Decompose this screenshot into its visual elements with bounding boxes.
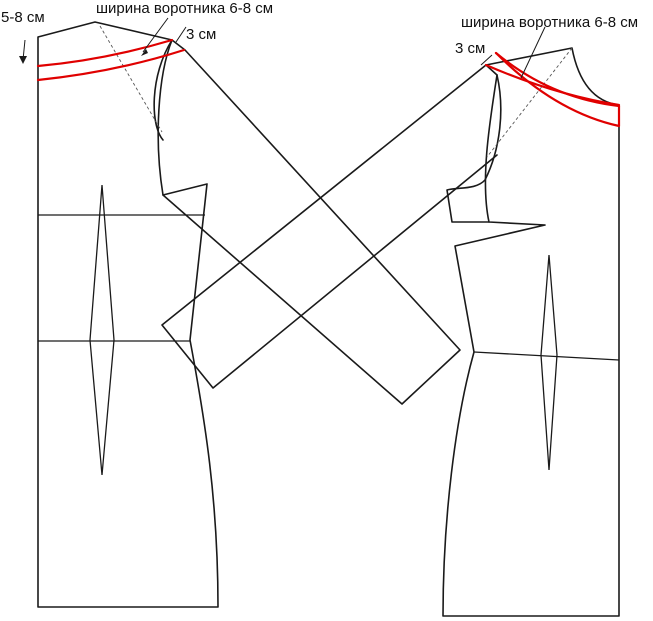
annotation-pointers <box>19 17 546 79</box>
collar-width-right-pointer <box>520 26 546 79</box>
back-armhole-inner <box>153 39 173 141</box>
lapel-ext-right-label: 3 см <box>455 40 485 57</box>
shoulder-drop-label: 5-8 см <box>1 9 45 26</box>
back-outline <box>37 21 219 608</box>
front-armhole-guide <box>486 47 573 158</box>
front-outline <box>442 47 620 617</box>
front-piece <box>442 47 620 617</box>
back-collar-inner <box>36 48 186 82</box>
front-lapel-strip <box>161 64 498 389</box>
collar-width-left-arrowhead <box>141 49 148 56</box>
shoulder-drop-arrowhead <box>19 56 27 64</box>
front-dart <box>540 254 558 471</box>
front-waist-line <box>473 351 620 361</box>
collar-width-left-label: ширина воротника 6-8 см <box>96 0 273 17</box>
collar-width-right-label: ширина воротника 6-8 см <box>461 14 638 31</box>
lapel-ext-right-pointer <box>480 54 493 66</box>
lapel-ext-left-label: 3 см <box>186 26 216 43</box>
back-collar <box>36 38 186 82</box>
lapel-ext-left-pointer <box>175 26 187 43</box>
back-collar-outer <box>36 38 174 68</box>
front-armhole-inner <box>446 74 502 223</box>
front-collar <box>484 51 621 128</box>
back-dart <box>89 184 115 476</box>
back-lapel-strip <box>162 39 461 405</box>
front-collar-end <box>494 51 621 128</box>
collar-width-left-pointer <box>142 17 169 53</box>
back-piece <box>37 21 219 608</box>
front-collar-outer <box>484 63 621 107</box>
front-collar-inner <box>494 51 621 108</box>
back-armhole-guide <box>99 25 163 133</box>
